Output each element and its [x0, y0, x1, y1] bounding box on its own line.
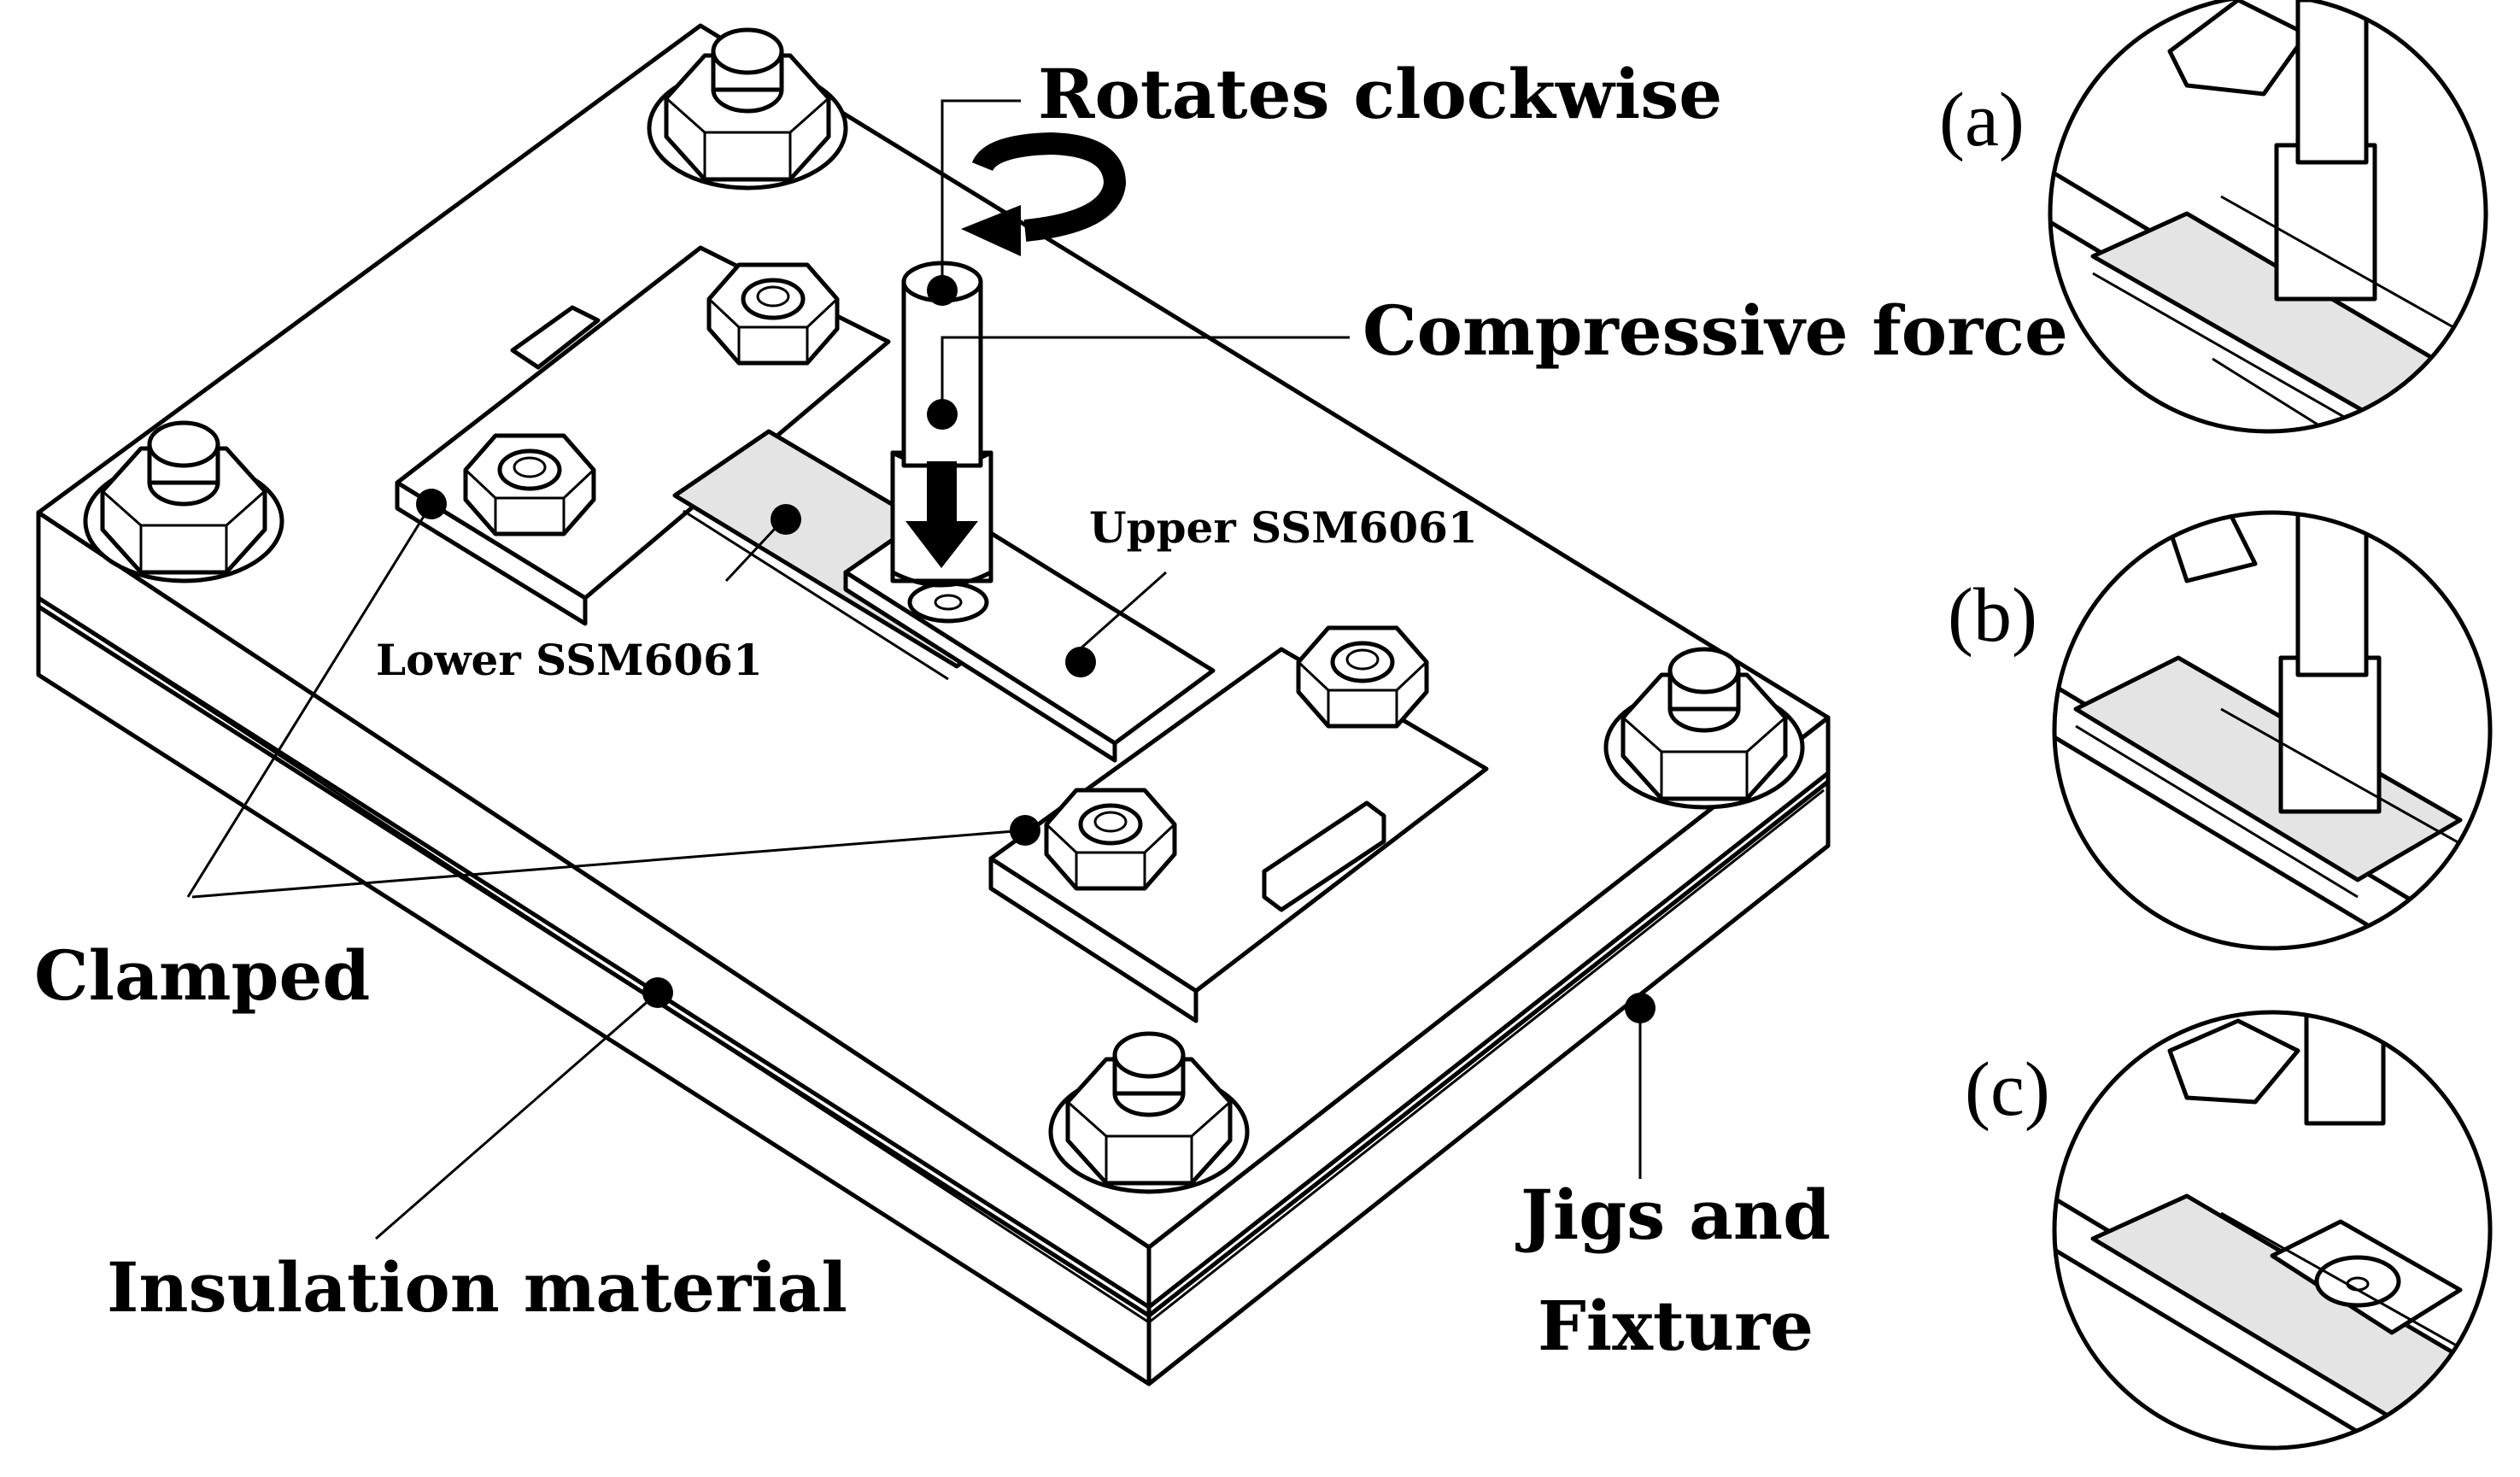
label-clamped: Clamped [34, 935, 370, 1016]
label-rotates-clockwise: Rotates clockwise [1038, 54, 1722, 134]
down-arrow-icon [905, 461, 978, 568]
detail-view-b: (b) [1948, 510, 2493, 951]
hex-nut-icon [1046, 790, 1175, 888]
detail-view-a: (a) [1939, 0, 2488, 434]
detail-label-c: (c) [1965, 1047, 2050, 1132]
hex-nut-icon [466, 436, 594, 534]
detail-label-b: (b) [1948, 573, 2037, 658]
welding-tool [890, 261, 993, 624]
label-upper-ssm6061: Upper SSM6061 [1089, 502, 1478, 553]
label-fixture: Fixture [1538, 1286, 1814, 1366]
detail-view-c: (c) [1965, 1010, 2493, 1451]
detail-label-a: (a) [1939, 78, 2025, 162]
leader-lines [186, 99, 1642, 1240]
hex-nut-icon [1298, 628, 1427, 726]
label-markers [416, 275, 1656, 1023]
rotation-arrow-icon [961, 132, 1127, 256]
label-insulation-material: Insulation material [107, 1247, 847, 1328]
jig-assembly [36, 23, 1831, 1386]
hex-nut-icon [709, 265, 837, 363]
label-lower-ssm6061: Lower SSM6061 [376, 635, 763, 685]
label-jigs-and: Jigs and [1515, 1175, 1831, 1255]
label-compressive-force: Compressive force [1363, 290, 2068, 371]
